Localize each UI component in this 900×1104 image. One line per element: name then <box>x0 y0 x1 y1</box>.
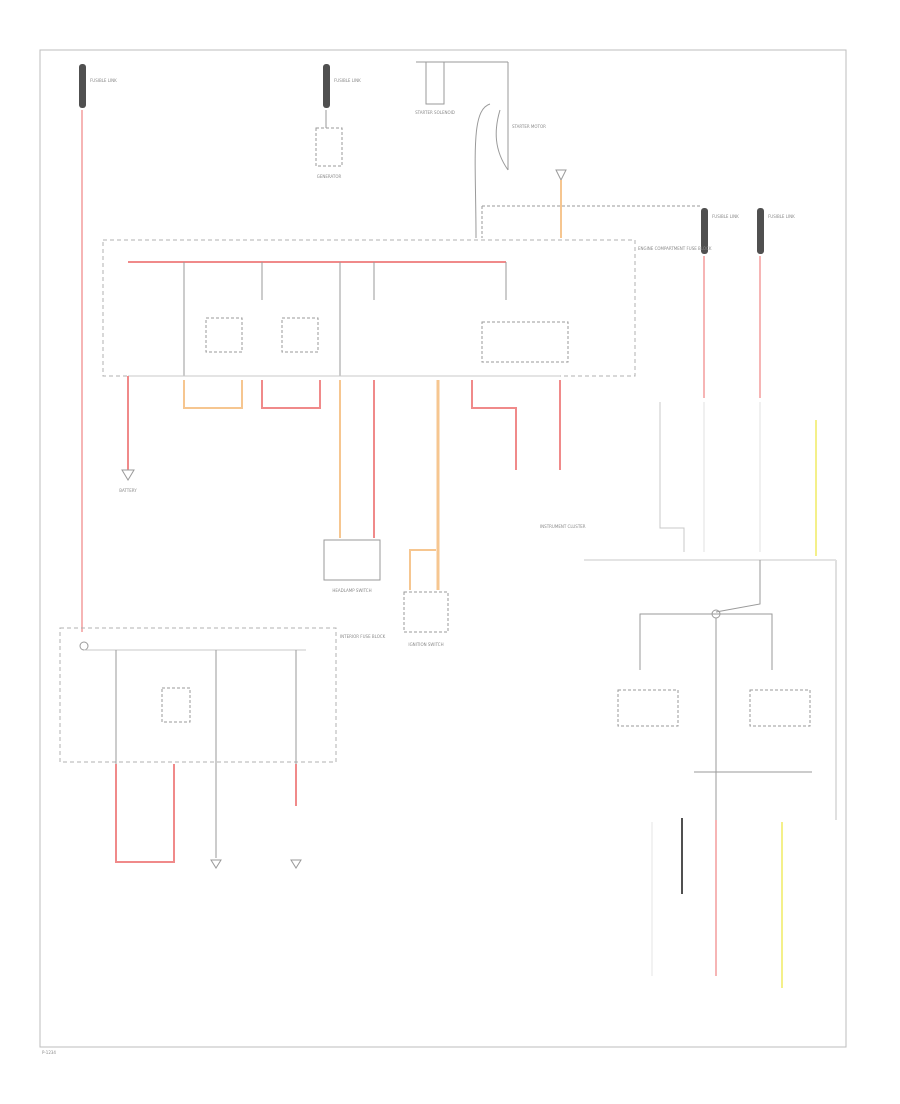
generator-label: GENERATOR <box>317 174 342 179</box>
fusible-link-4: FUSIBLE LINK <box>757 208 795 254</box>
fusible-link-2: FUSIBLE LINK <box>323 64 361 108</box>
starter-solenoid-label: STARTER SOLENOID <box>415 110 455 115</box>
generator: GENERATOR <box>315 110 343 179</box>
headlamp-switch-label: HEADLAMP SWITCH <box>332 588 371 593</box>
battery: BATTERY <box>119 469 137 493</box>
underhood-junction-block: ENGINE COMPARTMENT FUSE BLOCK <box>102 239 712 377</box>
footer-code: P-1234 <box>42 1050 56 1055</box>
instrument-cluster: INSTRUMENT CLUSTER <box>540 524 586 529</box>
lower-left-outputs <box>115 764 302 869</box>
upper-block-outputs <box>127 376 561 590</box>
starter-solenoid: STARTER SOLENOID STARTER MOTOR <box>415 61 546 239</box>
fusible-link-2-label: FUSIBLE LINK <box>334 78 361 83</box>
fusible-link-1: FUSIBLE LINK <box>79 64 117 108</box>
interior-fuse-block-label: INTERIOR FUSE BLOCK <box>340 634 386 639</box>
ignition-switch: IGNITION SWITCH <box>403 549 449 647</box>
top-right-feed <box>481 169 761 398</box>
ignition-switch-label: IGNITION SWITCH <box>408 642 443 647</box>
right-side-circuit <box>584 402 837 988</box>
starter-motor-label: STARTER MOTOR <box>512 124 546 129</box>
fusible-link-3-label: FUSIBLE LINK <box>712 214 739 219</box>
diagram-frame <box>39 49 847 1048</box>
fusible-link-4-label: FUSIBLE LINK <box>768 214 795 219</box>
battery-label: BATTERY <box>119 488 137 493</box>
instrument-cluster-label: INSTRUMENT CLUSTER <box>540 524 586 529</box>
fusible-link-1-label: FUSIBLE LINK <box>90 78 117 83</box>
headlamp-switch: HEADLAMP SWITCH <box>323 539 381 593</box>
fusible-link-3: FUSIBLE LINK <box>701 208 739 254</box>
interior-fuse-block: INTERIOR FUSE BLOCK <box>59 627 386 764</box>
underhood-junction-label: ENGINE COMPARTMENT FUSE BLOCK <box>638 246 712 251</box>
